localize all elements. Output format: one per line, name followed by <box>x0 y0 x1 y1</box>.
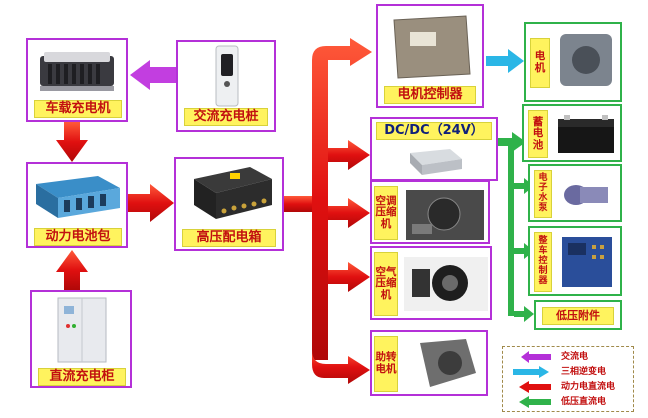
motor-node: 电机 <box>524 22 622 102</box>
ac-compressor-image <box>406 190 484 240</box>
arrow-battery-to-hv-box <box>128 184 174 222</box>
onboard-charger-label: 车载充电机 <box>34 100 122 118</box>
legend-swatch-hv-dc <box>519 381 551 393</box>
dcdc-image <box>410 149 462 175</box>
arrow-charger-to-battery <box>56 122 88 162</box>
legend-item-hv-dc: 动力电直流电 <box>509 380 631 394</box>
arrow-trunk-to-ac-compressor <box>328 198 370 228</box>
vehicle-controller-node: 整车控制器 <box>528 226 622 296</box>
arrow-controller-to-motor <box>486 49 524 73</box>
dc-cabinet-node: 直流充电柜 <box>30 290 132 388</box>
motor-controller-label: 电机控制器 <box>384 86 476 104</box>
arrow-ac-pile-to-charger <box>130 60 176 90</box>
dcdc-label: DC/DC（24V） <box>376 122 492 140</box>
hv-trunk <box>312 38 372 360</box>
storage-battery-node: 蓄电池 <box>522 104 622 162</box>
legend-swatch-ac <box>521 351 551 363</box>
dcdc-node: DC/DC（24V） <box>370 117 498 181</box>
steering-motor-node: 助转电机 <box>370 330 488 396</box>
vehicle-controller-label: 整车控制器 <box>534 232 552 292</box>
lv-accessories-node: 低压附件 <box>534 300 622 330</box>
water-pump-node: 电子水泵 <box>528 164 622 222</box>
steering-motor-image <box>420 339 476 387</box>
ac-pile-label: 交流充电桩 <box>184 108 268 126</box>
motor-controller-image <box>393 15 471 79</box>
motor-controller-node: 电机控制器 <box>376 4 484 108</box>
ac-pile-image <box>215 45 239 107</box>
legend-swatch-lv-dc <box>519 396 551 408</box>
storage-battery-image <box>558 115 614 153</box>
water-pump-image <box>564 185 608 205</box>
arrow-dcdc-to-storage-battery <box>498 132 526 152</box>
onboard-charger-image <box>40 52 114 91</box>
legend-item-lv-dc: 低压直流电 <box>509 395 631 409</box>
legend-label-hv-dc: 动力电直流电 <box>561 382 616 392</box>
hv-box-image <box>194 167 272 219</box>
ac-pile-node: 交流充电桩 <box>176 40 276 132</box>
arrow-trunk-to-air-compressor <box>328 262 370 292</box>
arrow-trunk-to-steering <box>312 350 370 384</box>
ac-compressor-node: 空调压缩机 <box>370 180 490 244</box>
dc-cabinet-image <box>57 297 107 363</box>
water-pump-label: 电子水泵 <box>534 170 552 218</box>
legend-label-lv-dc: 低压直流电 <box>561 397 607 407</box>
arrow-lv-to-accessories <box>514 306 534 322</box>
legend-item-three-phase: 三相逆变电 <box>509 365 631 379</box>
air-compressor-label: 空气压缩机 <box>374 252 398 316</box>
arrow-trunk-to-dcdc <box>328 140 370 170</box>
motor-image <box>560 34 612 86</box>
motor-label: 电机 <box>530 38 550 88</box>
legend-swatch-three-phase <box>513 366 549 378</box>
onboard-charger-node: 车载充电机 <box>26 38 128 122</box>
arrow-dc-cabinet-to-battery <box>56 250 88 290</box>
dc-cabinet-label: 直流充电柜 <box>38 368 126 386</box>
lv-accessories-label: 低压附件 <box>542 307 614 325</box>
arrow-hv-box-to-trunk <box>284 196 312 212</box>
air-compressor-node: 空气压缩机 <box>370 246 492 320</box>
storage-battery-label: 蓄电池 <box>528 110 548 158</box>
legend: 交流电 三相逆变电 动力电直流电 低压直流电 <box>502 346 634 412</box>
vehicle-controller-image <box>562 237 612 287</box>
ac-compressor-label: 空调压缩机 <box>374 186 398 240</box>
legend-label-three-phase: 三相逆变电 <box>561 367 607 377</box>
steering-motor-label: 助转电机 <box>374 336 398 392</box>
battery-pack-image <box>36 176 120 218</box>
legend-label-ac: 交流电 <box>561 352 589 362</box>
lv-trunk <box>508 146 514 316</box>
hv-box-label: 高压配电箱 <box>182 229 276 247</box>
legend-item-ac: 交流电 <box>509 350 631 364</box>
hv-box-node: 高压配电箱 <box>174 157 284 251</box>
air-compressor-image <box>404 257 488 311</box>
battery-pack-node: 动力电池包 <box>26 162 128 248</box>
battery-pack-label: 动力电池包 <box>34 228 122 246</box>
